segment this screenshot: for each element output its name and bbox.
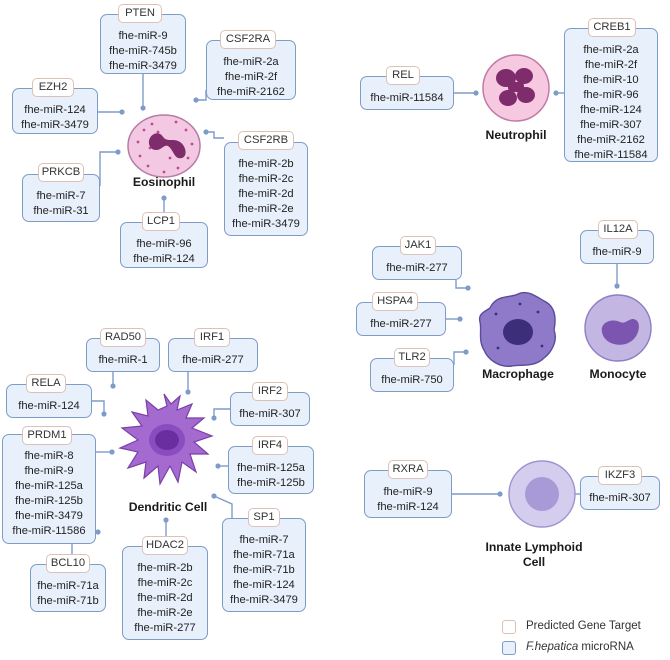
connector-dot — [463, 349, 469, 355]
connector-dot — [115, 149, 121, 155]
gene-tag-csf2rb: CSF2RB — [238, 131, 294, 150]
gene-tag-jak1: JAK1 — [400, 236, 436, 255]
connector-line — [213, 495, 233, 518]
connector-dot — [95, 529, 101, 535]
dendritic-cell-label: Dendritic Cell — [128, 500, 208, 514]
gene-tag-lcp1: LCP1 — [142, 212, 180, 231]
gene-tag-irf2: IRF2 — [252, 382, 288, 401]
innate-lymphoid-cell-label: Innate Lymphoid Cell — [485, 540, 583, 569]
gene-tag-hdac2: HDAC2 — [142, 536, 188, 555]
connector-line — [99, 151, 118, 186]
connector-dot — [161, 195, 167, 201]
mirna-box-ikzf3: fhe-miR-307 — [580, 476, 660, 510]
connector-dot — [473, 90, 479, 96]
gene-tag-prkcb: PRKCB — [38, 163, 84, 182]
connector-dot — [614, 283, 620, 289]
connector-dot — [211, 415, 217, 421]
eosinophil-illustration — [124, 112, 204, 180]
connector-dot — [109, 449, 115, 455]
legend-swatch-gene-target — [502, 620, 516, 634]
connector-dot — [553, 90, 559, 96]
legend-label-mirna: F.hepatica microRNA — [526, 641, 634, 653]
gene-tag-ikzf3: IKZF3 — [598, 466, 642, 485]
connector-line — [455, 280, 468, 289]
gene-tag-prdm1: PRDM1 — [22, 426, 72, 445]
connector-dot — [215, 463, 221, 469]
connector-dot — [163, 517, 169, 523]
connector-dot — [101, 411, 107, 417]
connector-dot — [140, 105, 146, 111]
connector-dot — [457, 316, 463, 322]
monocyte-label: Monocyte — [589, 367, 647, 381]
gene-tag-rad50: RAD50 — [100, 328, 146, 347]
connector-line — [206, 131, 224, 139]
macrophage-illustration — [476, 290, 560, 370]
gene-tag-irf4: IRF4 — [252, 436, 288, 455]
connector-dot — [497, 491, 503, 497]
neutrophil-illustration — [480, 52, 552, 124]
connector-dot — [211, 493, 217, 499]
gene-tag-bcl10: BCL10 — [46, 554, 90, 573]
gene-tag-rela: RELA — [26, 374, 66, 393]
gene-tag-rxra: RXRA — [388, 460, 428, 479]
eosinophil-label: Eosinophil — [132, 175, 196, 189]
connector-line — [213, 408, 230, 418]
connector-dot — [203, 129, 209, 135]
gene-tag-hspa4: HSPA4 — [372, 292, 418, 311]
macrophage-label: Macrophage — [482, 367, 554, 381]
mirna-box-hspa4: fhe-miR-277 — [356, 302, 446, 336]
mirna-box-il12a: fhe-miR-9 — [580, 230, 654, 264]
gene-tag-rel: REL — [386, 66, 420, 85]
connector-dot — [465, 285, 471, 291]
legend-mirna-text: microRNA — [578, 641, 634, 653]
gene-tag-pten: PTEN — [118, 4, 162, 23]
legend-label-gene-target: Predicted Gene Target — [526, 620, 641, 632]
connector-dot — [110, 383, 116, 389]
connector-dot — [193, 97, 199, 103]
gene-tag-irf1: IRF1 — [194, 328, 230, 347]
connector-line — [453, 351, 466, 365]
innate-lymphoid-cell-illustration — [506, 458, 578, 530]
connector-dot — [185, 389, 191, 395]
gene-tag-csf2ra: CSF2RA — [220, 30, 276, 49]
gene-tag-creb1: CREB1 — [588, 18, 636, 37]
legend-mirna-species: F.hepatica — [526, 641, 579, 653]
connector-line — [92, 400, 105, 414]
gene-tag-sp1: SP1 — [248, 508, 280, 527]
gene-tag-il12a: IL12A — [598, 220, 638, 239]
mirna-box-irf1: fhe-miR-277 — [168, 338, 258, 372]
neutrophil-label: Neutrophil — [485, 128, 547, 142]
monocyte-illustration — [582, 292, 654, 364]
connector-dot — [119, 109, 125, 115]
dendritic-cell-illustration — [116, 392, 218, 492]
gene-tag-tlr2: TLR2 — [394, 348, 430, 367]
legend-swatch-mirna — [502, 641, 516, 655]
gene-tag-ezh2: EZH2 — [32, 78, 74, 97]
